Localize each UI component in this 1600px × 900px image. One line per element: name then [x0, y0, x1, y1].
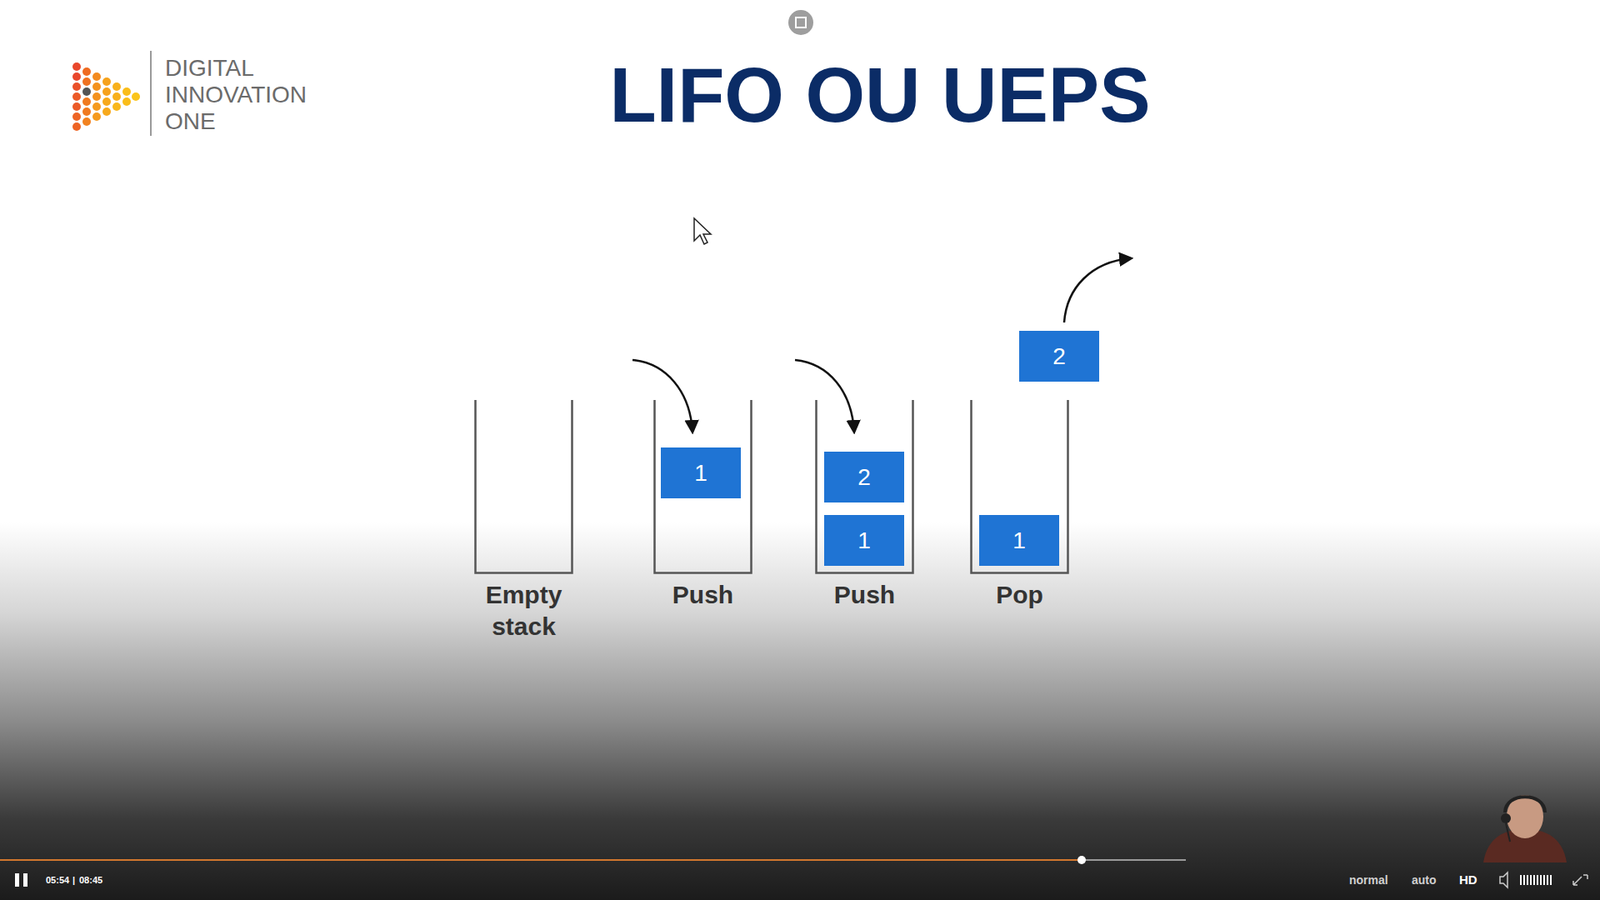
item-value: 2: [1052, 343, 1066, 370]
stack-caption: Push: [815, 579, 915, 611]
pause-icon: [15, 873, 20, 887]
time-total: 08:45: [79, 874, 113, 886]
volume-level: [1520, 875, 1552, 885]
stack-outline: [475, 400, 573, 574]
stack-caption: Empty stack: [474, 579, 574, 643]
pop-arrow: [1064, 258, 1131, 323]
volume-icon: [1500, 872, 1508, 888]
stack-outline: [971, 400, 1069, 574]
item-value: 1: [694, 460, 708, 487]
stack-item: 1: [824, 515, 905, 566]
stack-container: 1Pop: [970, 400, 1070, 611]
popout-icon: [788, 10, 814, 35]
item-value: 1: [1012, 527, 1026, 555]
stack-item: 2: [824, 451, 905, 503]
fullscreen-icon: [1573, 875, 1588, 885]
progress-bar: [0, 859, 1082, 861]
quality-setting: auto: [1411, 873, 1445, 888]
hd-badge: HD: [1459, 872, 1485, 888]
buffer-bar: [0, 859, 1186, 861]
logo-icon: [72, 62, 140, 131]
webcam-presenter: [1483, 795, 1567, 863]
stack-caption: Push: [653, 579, 753, 611]
logo-text: DIGITAL INNOVATION ONE: [165, 55, 332, 135]
slide-title: LIFO OU UEPS: [505, 56, 1255, 134]
popout-icon: [795, 17, 806, 28]
stack-container: 2 1Push: [815, 400, 915, 611]
stack-caption: Pop: [970, 579, 1070, 611]
item-value: 1: [857, 527, 871, 555]
item-value: 2: [857, 464, 871, 491]
stack-outline: [474, 400, 574, 575]
stack-outline: [816, 400, 914, 574]
time-separator: |: [72, 874, 78, 886]
push-arrow: [795, 360, 855, 432]
speed-setting: normal: [1349, 873, 1400, 888]
logo-divider: [150, 50, 152, 136]
progress-handle: [1077, 855, 1086, 865]
mouse-cursor: [694, 218, 711, 245]
stack-item: 1: [979, 515, 1060, 566]
stack-container: 1Push: [653, 400, 753, 611]
stack-item: 2: [1019, 330, 1100, 382]
stack-container: Empty stack: [474, 400, 574, 643]
push-arrow: [632, 360, 693, 432]
stack-item: 1: [660, 447, 741, 499]
pause-icon: [23, 873, 28, 887]
stack-outline: [655, 400, 752, 574]
